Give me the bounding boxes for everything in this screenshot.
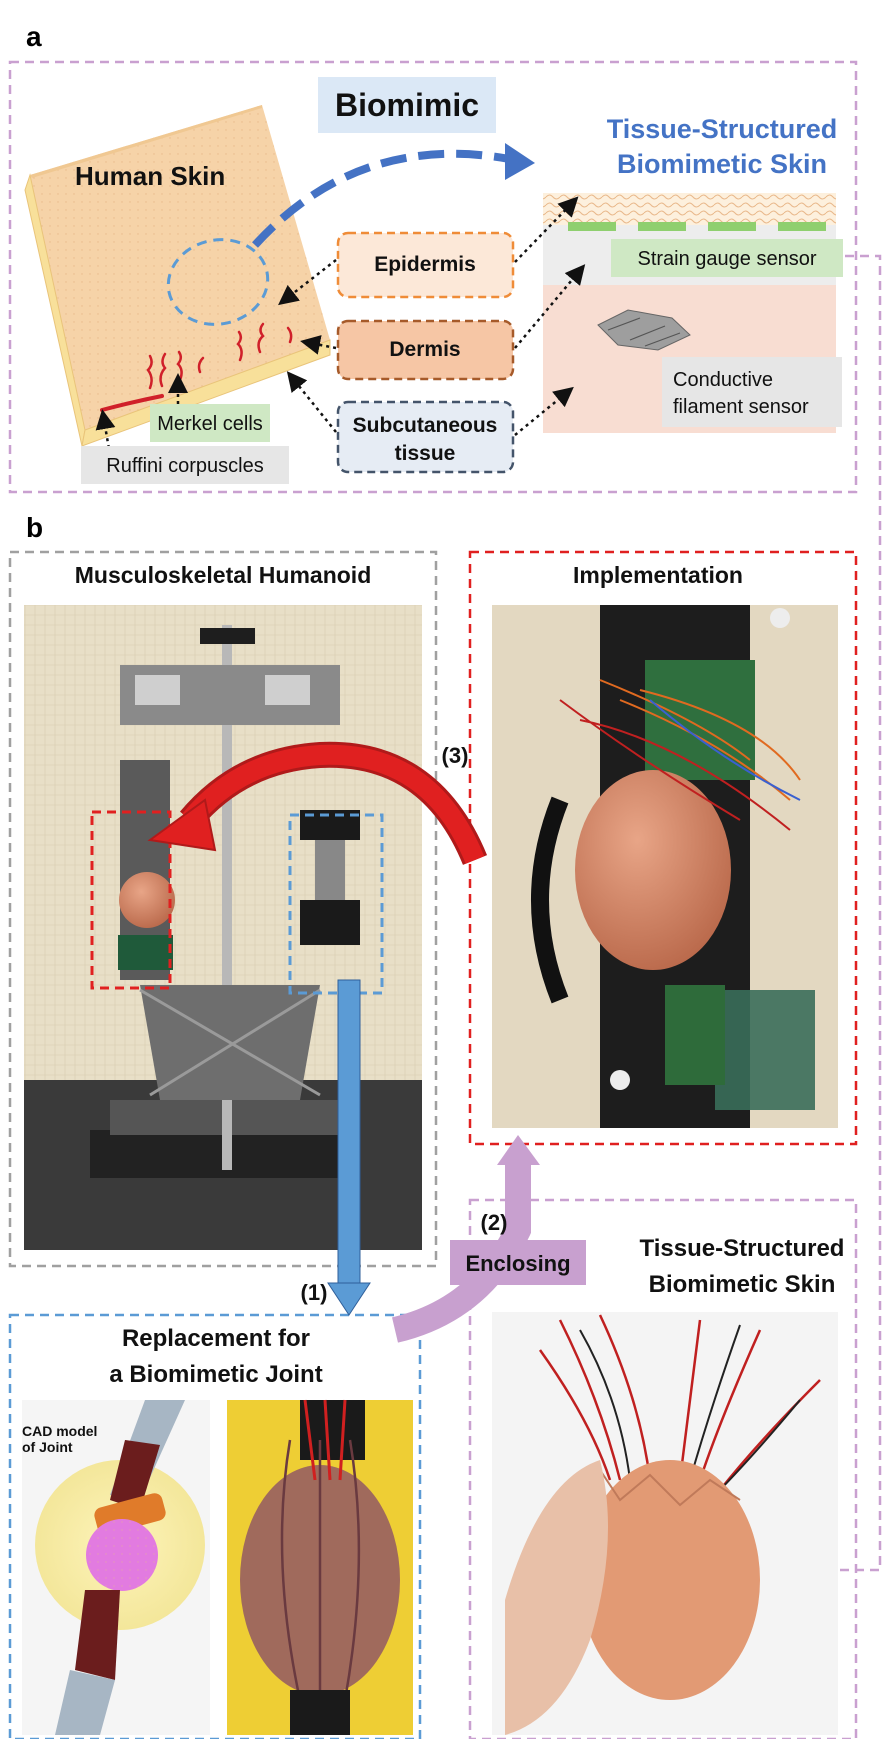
- conductive-sensor-label-line1: Conductive: [673, 369, 773, 391]
- replacement-frame: [8, 1313, 422, 1739]
- target-title-line1: Tissue-Structured: [607, 114, 838, 144]
- arrow-1-shaft: [337, 979, 361, 1284]
- conductive-sensor-label-box: [662, 357, 842, 427]
- cad-label-line2: of Joint: [22, 1439, 73, 1455]
- skin-photo: [492, 1312, 838, 1735]
- merkel-label: Merkel cells: [157, 413, 263, 435]
- conductive-sensor-label-line2: filament sensor: [673, 396, 809, 418]
- panel-a-frame: [8, 60, 858, 494]
- human-skin-block: [24, 105, 331, 447]
- conductive-filament-icon: [597, 309, 691, 351]
- step-3-label: (3): [442, 743, 469, 768]
- biomimic-arrowhead: [505, 143, 535, 180]
- implementation-frame: [468, 550, 858, 1146]
- arrow-2-head: [497, 1135, 540, 1165]
- subcutaneous-box: [336, 400, 515, 474]
- skin-title-line1: Tissue-Structured: [640, 1235, 845, 1262]
- implementation-title: Implementation: [573, 562, 743, 588]
- dermis-box: [336, 319, 515, 381]
- humanoid-frame: [8, 550, 438, 1268]
- replacement-title-line2: a Biomimetic Joint: [109, 1361, 322, 1388]
- enclosing-label: Enclosing: [465, 1251, 570, 1276]
- strain-sensor-label-box: [611, 239, 843, 277]
- skin-zoom-circle: [166, 238, 270, 326]
- cad-label-line1: CAD model: [22, 1423, 97, 1439]
- ruffini-label-box: [81, 446, 289, 484]
- epidermis-box: [336, 231, 515, 299]
- biomimic-label: Biomimic: [335, 87, 479, 123]
- panel-b-letter: b: [26, 512, 43, 543]
- joint-photo: [227, 1399, 413, 1735]
- implementation-photo: [492, 605, 838, 1128]
- merkel-label-box: [150, 404, 270, 442]
- enclosing-box: [450, 1240, 586, 1285]
- biomimic-label-box: [318, 77, 496, 133]
- strain-sensor-label: Strain gauge sensor: [637, 248, 816, 270]
- human-skin-label: Human Skin: [75, 161, 225, 191]
- subcutaneous-label-line2: tissue: [395, 442, 456, 465]
- ruffini-label: Ruffini corpuscles: [106, 455, 263, 477]
- arrow-3-head: [147, 798, 217, 852]
- arrow-3-shaft: [182, 744, 485, 864]
- skin-frame: [468, 1198, 858, 1739]
- humanoid-photo: [24, 605, 422, 1250]
- connector-line: [810, 254, 882, 1572]
- arrow-1-head: [327, 1282, 371, 1316]
- subcutaneous-label-line1: Subcutaneous: [353, 414, 498, 437]
- layer-mapping-arrows: [95, 196, 586, 456]
- replacement-marker: [288, 813, 384, 995]
- target-title-line2: Biomimetic Skin: [617, 149, 827, 179]
- skin-title-line2: Biomimetic Skin: [649, 1271, 836, 1298]
- replacement-title-line1: Replacement for: [122, 1325, 310, 1352]
- step-1-label: (1): [301, 1280, 328, 1305]
- cad-model-image: [22, 1400, 210, 1735]
- step-2-label: (2): [481, 1210, 508, 1235]
- biomimic-arrow: [252, 149, 516, 248]
- dermis-label: Dermis: [389, 338, 460, 361]
- panel-a-letter: a: [26, 21, 42, 52]
- implementation-marker: [90, 810, 172, 990]
- arrow-2-shaft: [391, 1160, 531, 1343]
- epidermis-label: Epidermis: [374, 253, 476, 276]
- humanoid-title: Musculoskeletal Humanoid: [75, 562, 372, 588]
